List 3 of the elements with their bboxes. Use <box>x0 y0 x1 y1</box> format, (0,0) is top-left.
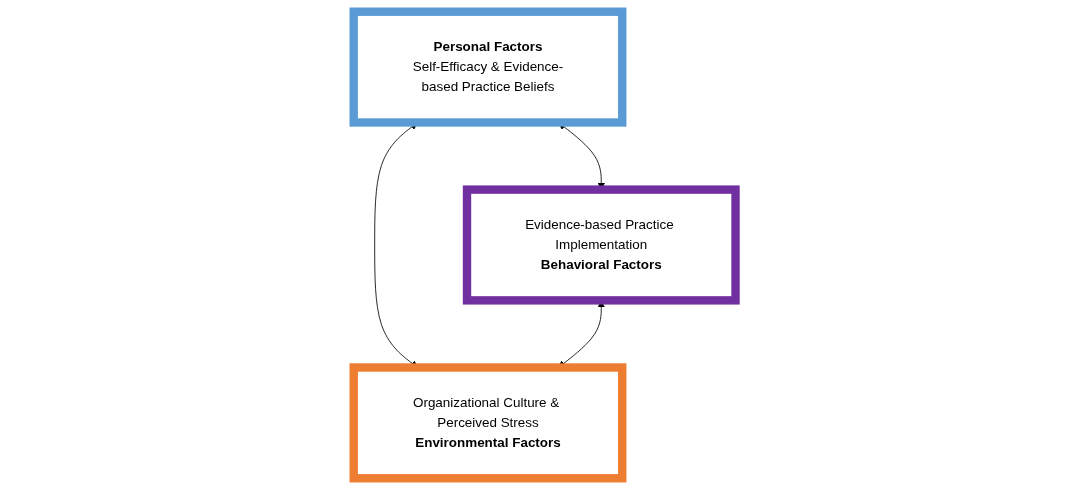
node-box: Evidence-based Practice Implementation Behavioral Factors <box>462 185 740 305</box>
node-box: Personal Factors Self-Efficacy & Evidence-based Practice Beliefs <box>349 7 627 127</box>
node-box: Organizational Culture & Perceived Stress Environmental Factors <box>349 363 627 483</box>
